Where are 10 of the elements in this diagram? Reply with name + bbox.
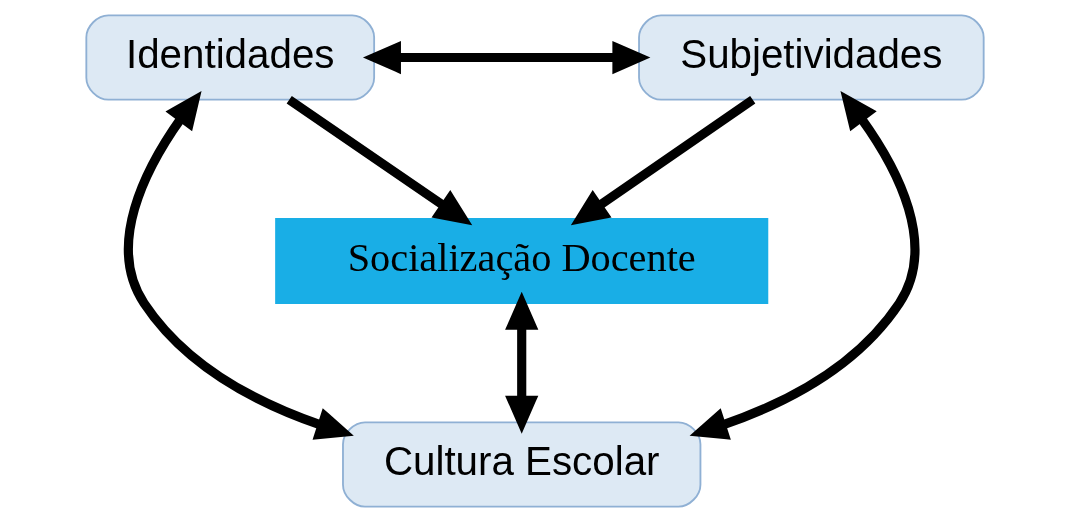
node-box: Socialização Docente (274, 217, 768, 305)
arrow (362, 40, 650, 75)
arrow (504, 291, 538, 434)
arrow (689, 90, 919, 440)
arrow (286, 96, 472, 226)
arrow (570, 96, 755, 226)
node-box: Cultura Escolar (341, 421, 701, 508)
node-box: Identidades (84, 14, 375, 101)
node-box: Subjetividades (637, 14, 985, 101)
arrow (123, 90, 354, 440)
